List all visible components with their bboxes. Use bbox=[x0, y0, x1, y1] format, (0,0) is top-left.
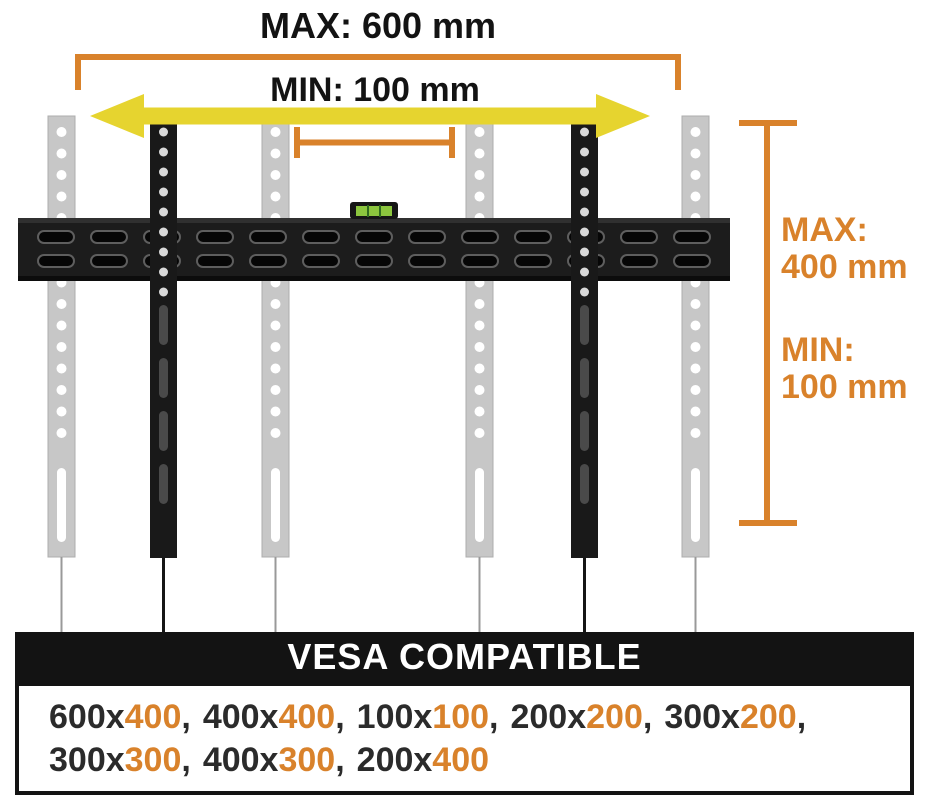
vesa-size: 200x400 bbox=[356, 740, 490, 779]
ghost-rail-holes bbox=[56, 127, 701, 542]
mount-diagram: MAX: 600 mm MIN: 100 mm MAX: 400 mm MIN:… bbox=[18, 5, 908, 632]
vesa-banner-title: VESA COMPATIBLE bbox=[287, 636, 642, 677]
vesa-size: 300x200, bbox=[664, 698, 807, 736]
max-width-label: MAX: 600 mm bbox=[260, 5, 496, 46]
height-dimension-line bbox=[739, 120, 797, 526]
min-width-dimension-line bbox=[294, 127, 455, 158]
vesa-size: 400x300, bbox=[202, 740, 345, 779]
max-height-label-line2: 400 mm bbox=[781, 248, 908, 286]
ghost-rails bbox=[47, 115, 710, 558]
vesa-size-list: 600x400, 400x400, 100x100, 200x200, 300x… bbox=[15, 682, 914, 795]
min-height-label-line1: MIN: bbox=[781, 331, 855, 369]
vesa-size: 600x400, bbox=[49, 698, 191, 736]
mount-rail-right-holes bbox=[580, 127, 589, 504]
vesa-size: 100x100, bbox=[356, 698, 499, 736]
vesa-size: 200x200, bbox=[510, 698, 653, 736]
wall-plate bbox=[18, 218, 730, 281]
max-width-dimension-line bbox=[75, 54, 681, 90]
mount-rail-left-holes bbox=[159, 127, 168, 504]
vesa-banner: VESA COMPATIBLE bbox=[15, 632, 914, 682]
min-width-label: MIN: 100 mm bbox=[270, 71, 480, 109]
min-height-label-line2: 100 mm bbox=[781, 368, 908, 406]
mount-rail-right bbox=[571, 114, 598, 558]
width-adjust-arrow-icon bbox=[90, 94, 650, 138]
vesa-size: 300x300, bbox=[49, 740, 191, 779]
mount-rail-left bbox=[150, 114, 177, 558]
bubble-level bbox=[350, 202, 398, 219]
max-height-label-line1: MAX: bbox=[781, 211, 868, 249]
vesa-size: 400x400, bbox=[202, 698, 345, 736]
rail-drop-lines bbox=[60, 557, 697, 632]
